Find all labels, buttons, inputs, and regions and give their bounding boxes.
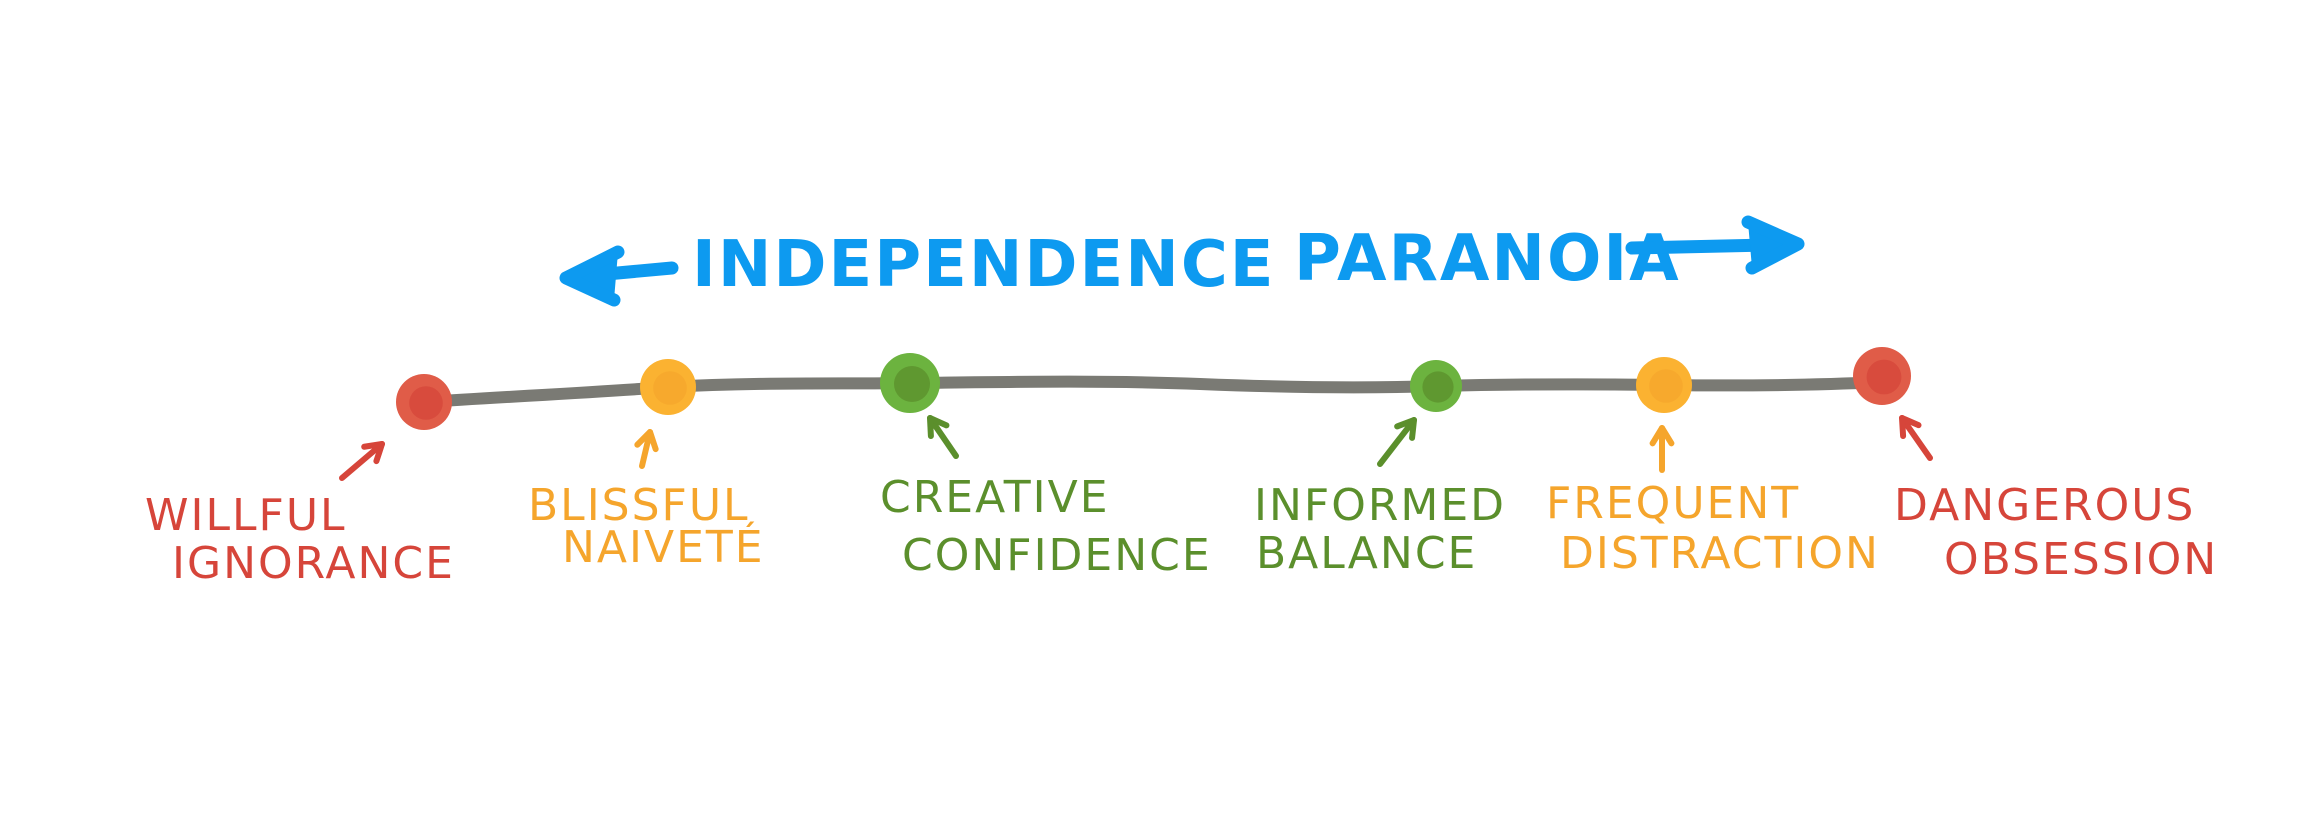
- pointer-arrow-icon: [339, 441, 385, 481]
- pointer-arrow-icon: [927, 415, 959, 459]
- point-marker-core: [1422, 371, 1454, 403]
- point-label-line1: DANGEROUS: [1894, 480, 2195, 531]
- point-label-line2: IGNORANCE: [172, 538, 455, 589]
- pointer-arrow-head-icon: [1649, 425, 1675, 447]
- point-label-line1: BLISSFUL: [528, 480, 750, 531]
- point-label-line1: FREQUENT: [1546, 478, 1800, 529]
- pointer-arrow-icon: [639, 429, 653, 469]
- left-arrow-head-icon: [559, 245, 625, 307]
- point-marker-core: [894, 366, 930, 402]
- point-label-line2: CONFIDENCE: [902, 530, 1212, 581]
- paranoia-heading-group: PARANOIA: [1294, 215, 1805, 296]
- pointer-arrow-icon: [1899, 415, 1933, 461]
- pointer-arrow-head-icon: [634, 429, 659, 453]
- point-label-line1: INFORMED: [1254, 480, 1506, 531]
- independence-heading: INDEPENDENCE: [692, 228, 1276, 302]
- point-marker-core: [409, 386, 443, 420]
- right-arrow-head-icon: [1741, 215, 1805, 275]
- pointer-arrow-head-icon: [1899, 415, 1922, 439]
- point-marker-core: [1866, 359, 1902, 395]
- point-creative-confidence: CREATIVE CONFIDENCE: [880, 353, 1212, 581]
- point-label-line2: DISTRACTION: [1560, 528, 1880, 579]
- pointer-arrow-head-icon: [927, 415, 950, 439]
- independence-heading-group: INDEPENDENCE: [559, 228, 1276, 307]
- right-arrow-icon: [1625, 238, 1775, 255]
- point-marker-core: [1649, 369, 1683, 403]
- pointer-arrow-head-icon: [361, 441, 385, 465]
- point-label-line2: NAIVETÉ: [562, 520, 765, 573]
- pointer-arrow-head-icon: [1394, 417, 1417, 441]
- point-label-line2: OBSESSION: [1944, 534, 2218, 585]
- point-marker-core: [653, 371, 687, 405]
- point-label-line1: WILLFUL: [145, 490, 347, 541]
- pointer-arrow-icon: [1377, 417, 1417, 467]
- paranoia-heading: PARANOIA: [1294, 222, 1681, 296]
- point-label-line1: CREATIVE: [880, 472, 1110, 523]
- point-label-line2: BALANCE: [1256, 528, 1477, 579]
